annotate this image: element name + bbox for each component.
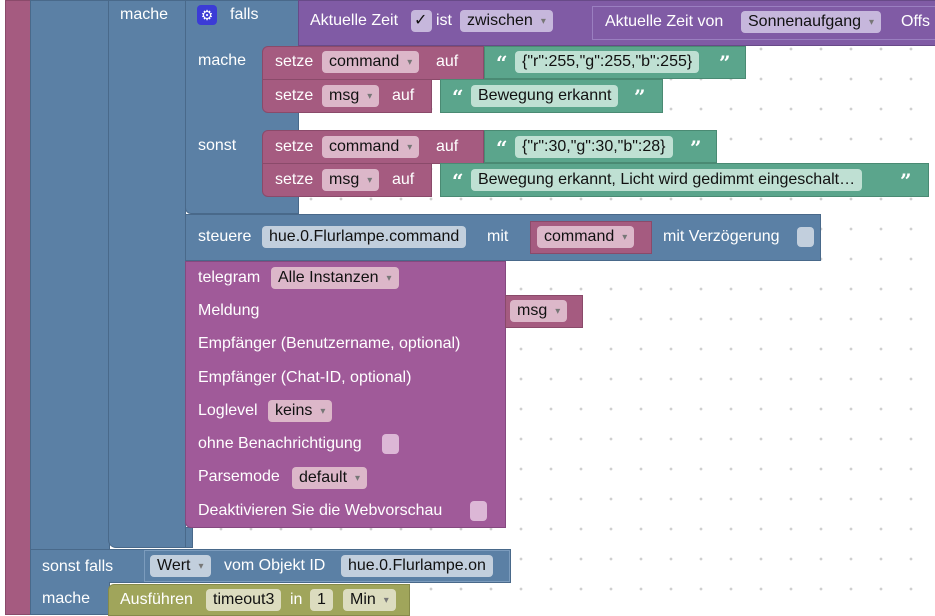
setze-label: setze <box>275 53 314 70</box>
time-of-label: Aktuelle Zeit von <box>605 13 724 30</box>
loglevel-dropdown[interactable]: keins <box>268 400 333 422</box>
steuere-label: steuere <box>198 228 252 245</box>
mache-label: mache <box>198 52 247 69</box>
instance-dropdown[interactable]: Alle Instanzen <box>271 267 399 289</box>
text-value-field[interactable]: {"r":255,"g":255,"b":255} <box>515 51 700 73</box>
sun-event-dropdown[interactable]: Sonnenaufgang <box>741 11 882 33</box>
preview-checkbox[interactable] <box>470 501 487 521</box>
recipient-chat-label: Empfänger (Chat-ID, optional) <box>198 369 412 386</box>
object-id-field[interactable]: hue.0.Flurlampe.on <box>341 555 493 577</box>
auf-label: auf <box>392 171 415 188</box>
outer-if-mache-column <box>108 0 186 548</box>
auf-label: auf <box>436 138 459 155</box>
object-id-label: vom Objekt ID <box>224 557 326 574</box>
operator-dropdown[interactable]: zwischen <box>460 10 553 32</box>
parsemode-dropdown[interactable]: default <box>292 467 368 489</box>
sonst-label: sonst <box>198 137 237 154</box>
variable-dropdown[interactable]: msg <box>322 169 380 191</box>
ist-label: ist <box>436 12 452 29</box>
text-value-field[interactable]: {"r":30,"g":30,"b":28} <box>515 136 673 158</box>
ausfuehren-label: Ausführen <box>120 591 193 608</box>
quote-open-icon: “ <box>452 169 464 193</box>
quote-close-icon: ” <box>900 169 912 193</box>
variable-dropdown[interactable]: msg <box>322 85 380 107</box>
offset-label: Offs <box>901 13 931 30</box>
text-value-field[interactable]: Bewegung erkannt <box>471 85 619 107</box>
auf-label: auf <box>436 53 459 70</box>
delay-checkbox[interactable] <box>797 227 814 247</box>
in-label: in <box>290 591 303 608</box>
mit-label: mit <box>487 228 509 245</box>
outer-if-bottom <box>185 527 193 548</box>
text-value-field[interactable]: Bewegung erkannt, Licht wird gedimmt ein… <box>471 169 863 191</box>
variable-dropdown[interactable]: command <box>537 226 635 248</box>
variable-dropdown[interactable]: command <box>322 136 420 158</box>
sonst-falls-label: sonst falls <box>42 558 114 575</box>
quote-close-icon: ” <box>690 136 702 160</box>
delay-label: mit Verzögerung <box>663 228 780 245</box>
mache-label: mache <box>120 6 169 23</box>
outer-if-block[interactable] <box>30 0 110 550</box>
preview-label: Deaktivieren Sie die Webvorschau <box>198 502 443 519</box>
silent-checkbox[interactable] <box>382 434 399 454</box>
set-msg-block[interactable] <box>262 79 432 113</box>
variable-dropdown[interactable]: msg <box>510 300 568 322</box>
quote-close-icon: ” <box>719 51 731 75</box>
mache-label: mache <box>42 590 91 607</box>
unit-dropdown[interactable]: Min <box>343 589 396 611</box>
quote-open-icon: “ <box>452 85 464 109</box>
mache-row <box>30 582 110 615</box>
condition-checkbox[interactable]: ✓ <box>411 10 432 32</box>
meldung-label: Meldung <box>198 302 260 319</box>
quote-open-icon: “ <box>496 136 508 160</box>
setze-label: setze <box>275 171 314 188</box>
recipient-user-label: Empfänger (Benutzername, optional) <box>198 335 461 352</box>
silent-label: ohne Benachrichtigung <box>198 435 362 452</box>
condition-label: Aktuelle Zeit <box>310 12 399 29</box>
setze-label: setze <box>275 87 314 104</box>
telegram-label: telegram <box>198 269 261 286</box>
variable-dropdown[interactable]: command <box>322 51 420 73</box>
quote-open-icon: “ <box>496 51 508 75</box>
timeout-value-field[interactable]: 1 <box>310 589 333 611</box>
value-type-dropdown[interactable]: Wert <box>150 555 211 577</box>
timeout-name-field[interactable]: timeout3 <box>206 589 282 611</box>
loglevel-label: Loglevel <box>198 402 258 419</box>
quote-close-icon: ” <box>634 85 646 109</box>
parsemode-label: Parsemode <box>198 468 280 485</box>
object-id-field[interactable]: hue.0.Flurlampe.command <box>262 226 467 248</box>
gear-icon[interactable]: ⚙ <box>197 5 217 25</box>
auf-label: auf <box>392 87 415 104</box>
setze-label: setze <box>275 138 314 155</box>
falls-label: falls <box>230 6 259 23</box>
outer-event-block[interactable] <box>5 0 31 615</box>
